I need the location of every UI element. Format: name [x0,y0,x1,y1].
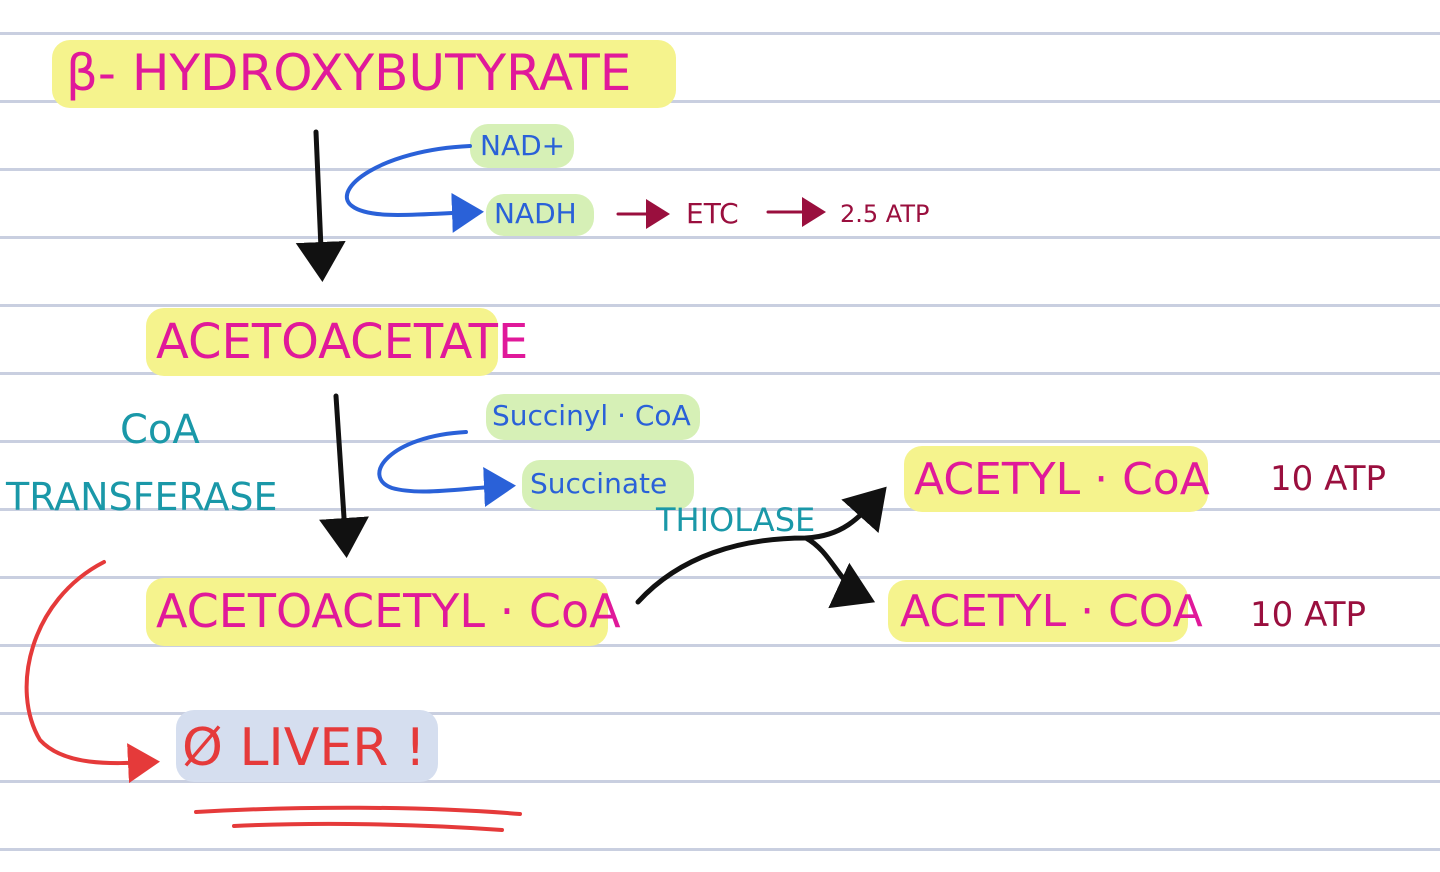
ruled-line [0,32,1440,35]
underline-no-liver-1 [194,805,522,816]
highlight-succinate [522,460,694,510]
enzyme-thiolase: THIOLASE [656,501,816,539]
ruled-line [0,100,1440,103]
note-no-liver: Ø LIVER ! [182,718,426,778]
energy-atp-acetyl-coa-2: 10 ATP [1250,595,1366,635]
ruled-line [0,236,1440,239]
arrow-thiolase-to-acetyl-coa-1 [635,486,887,605]
metabolite-acetoacetate: ACETOACETATE [156,314,529,370]
arrow-transferase-to-no-liver [24,560,160,784]
highlight-acetyl-coa-1 [904,446,1208,512]
cofactor-succinyl-coa: Succinyl · CoA [492,399,691,432]
metabolite-acetoacetyl-coa: ACETOACETYL · CoA [156,584,621,638]
ruled-line [0,780,1440,783]
underline-no-liver-2 [232,821,504,832]
highlight-acetoacetate [146,308,498,376]
ruled-line [0,848,1440,851]
arrow-succinyl-coa-to-succinate [377,430,516,508]
enzyme-coa-transferase-line1: CoA [120,407,200,453]
highlight-nadh [486,194,594,236]
cofactor-succinate: Succinate [530,467,668,500]
arrow-nad-to-nadh [344,144,484,233]
ruled-line [0,372,1440,375]
highlight-succinyl-coa [486,394,700,440]
highlight-nad-plus [470,124,574,168]
highlight-acetoacetyl-coa [146,578,608,646]
highlight-acetyl-coa-2 [888,580,1188,642]
ruled-line [0,304,1440,307]
arrow-acetoacetate-to-acetoacetyl-coa [319,393,369,558]
metabolite-acetyl-coa-1: ACETYL · CoA [914,454,1210,505]
ruled-line [0,440,1440,443]
highlight-bhb [52,40,676,108]
arrow-bhb-to-acetoacetate [295,129,346,282]
ruled-line [0,644,1440,647]
ruled-line [0,168,1440,171]
energy-atp-acetyl-coa-1: 10 ATP [1270,459,1386,499]
cofactor-nad-plus: NAD+ [480,129,566,162]
ruled-line [0,576,1440,579]
ruled-line [0,712,1440,715]
energy-etc: ETC [686,197,739,230]
arrow-thiolase-to-acetyl-coa-2 [803,535,876,609]
highlight-no-liver [176,710,438,782]
enzyme-coa-transferase-line2: TRANSFERASE [6,475,278,519]
cofactor-nadh: NADH [494,197,577,230]
ruled-line [0,508,1440,511]
metabolite-beta-hydroxybutyrate: β- HYDROXYBUTYRATE [66,44,632,102]
metabolite-acetyl-coa-2: ACETYL · COA [900,586,1203,637]
energy-atp-from-nadh: 2.5 ATP [840,200,930,228]
